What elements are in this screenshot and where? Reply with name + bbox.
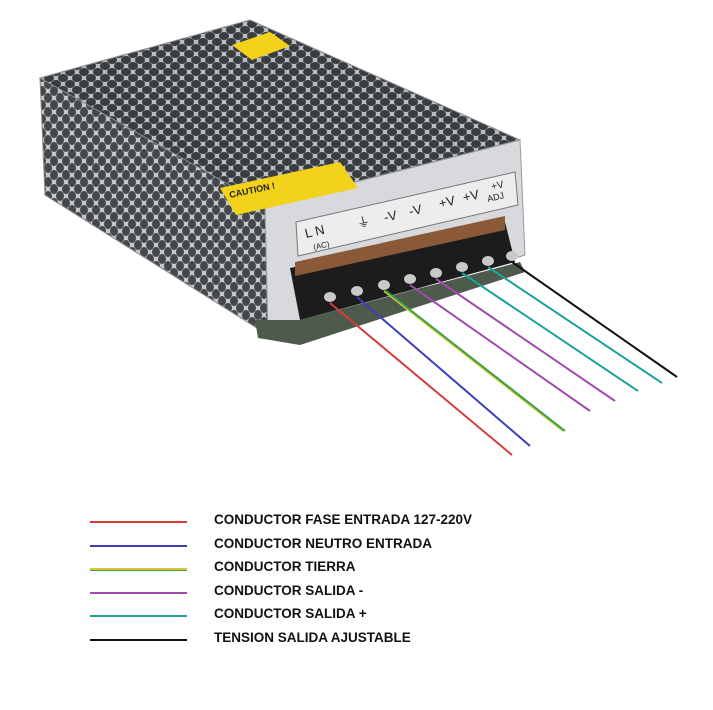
wire (329, 302, 513, 456)
terminal-screw (324, 292, 336, 302)
terminal-label-ground: ⏚ (355, 213, 371, 231)
pcb-base (255, 262, 525, 345)
wire (511, 261, 678, 378)
terminal-screw (456, 262, 468, 272)
terminal-labels: L N (AC) ⏚ -V -V +V +V +V ADJ (303, 179, 505, 252)
legend-swatch (90, 638, 187, 641)
legend-swatch (90, 568, 187, 571)
wire (487, 266, 663, 384)
terminal-label-adj-bottom: ADJ (486, 190, 505, 204)
legend-label: CONDUCTOR TIERRA (214, 559, 356, 574)
terminal-label-ac: (AC) (312, 239, 330, 252)
terminal-screw (351, 286, 363, 296)
legend-label: CONDUCTOR NEUTRO ENTRADA (214, 535, 432, 551)
legend-swatch (90, 615, 187, 617)
caution-sticker (220, 162, 358, 215)
terminal-label-pos1: +V (437, 193, 457, 211)
legend-label: CONDUCTOR SALIDA - (214, 582, 364, 598)
wires (329, 261, 678, 456)
terminal-label-strip (295, 171, 519, 257)
legend-label: CONDUCTOR SALIDA + (214, 606, 367, 621)
terminal-screws (324, 251, 518, 302)
terminal-screw (378, 280, 390, 290)
terminal-label-adj-top: +V (490, 179, 505, 193)
terminal-screw (506, 251, 518, 261)
legend-swatch (90, 591, 187, 594)
wire (383, 290, 564, 432)
copper-bars (295, 216, 505, 276)
terminal-screw (482, 256, 494, 266)
wire (409, 284, 591, 412)
wire (461, 272, 639, 392)
terminal-label-ln: L N (303, 222, 326, 241)
warning-sticker-top (232, 32, 290, 60)
terminal-screw (430, 268, 442, 278)
legend-label: CONDUCTOR FASE ENTRADA 127-220V (214, 512, 473, 527)
legend-swatch (90, 544, 187, 547)
legend-label: TENSION SALIDA AJUSTABLE (214, 629, 411, 645)
wire (385, 290, 566, 432)
wire (435, 278, 616, 402)
legend-swatch (90, 521, 187, 523)
terminal-block (290, 222, 515, 320)
wire (356, 296, 531, 447)
terminal-label-neg1: -V (382, 207, 398, 225)
terminal-screw (404, 274, 416, 284)
terminal-label-neg2: -V (407, 201, 423, 219)
terminal-label-pos2: +V (461, 187, 481, 205)
